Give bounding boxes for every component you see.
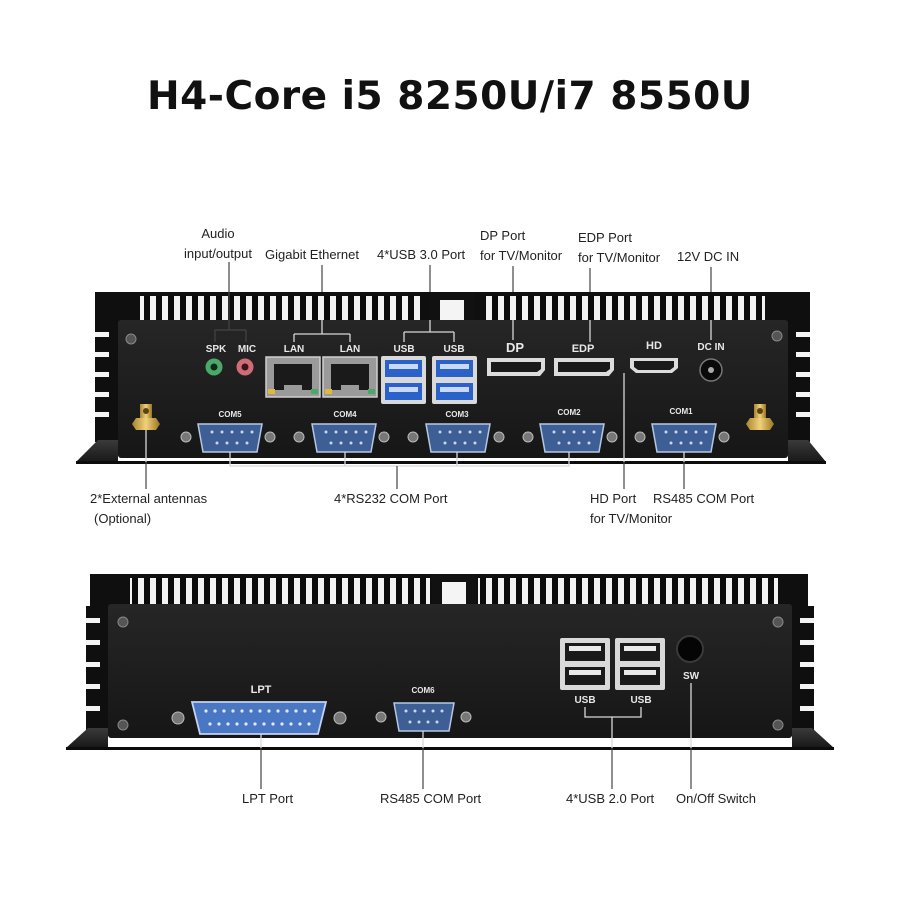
com6-port-group: COM6 [375,686,472,732]
callout-rs232: 4*RS232 COM Port [334,491,448,506]
label-com2: COM2 [557,408,581,417]
callout-hd-line1: HD Port [590,491,637,506]
lpt-port [190,701,328,735]
callout-edp: EDP Port for TV/Monitor [578,228,660,268]
label-dcin: DC IN [697,342,724,353]
com-ports-front: COM5 COM4 COM3 COM2 COM1 [180,407,730,453]
power-button[interactable] [676,635,704,663]
label-lan1: LAN [284,344,305,355]
callout-hd-line2: for TV/Monitor [590,511,673,526]
label-usb2: USB [443,344,464,355]
callout-gigabit: Gigabit Ethernet [265,247,359,262]
label-lan2: LAN [340,344,361,355]
audio-jacks: SPK MIC [205,344,256,376]
com4-port [311,423,377,453]
com5-port [197,423,263,453]
callout-antenna-line1: 2*External antennas [90,491,208,506]
usb30-ports: USB USB [381,344,477,404]
label-usb1: USB [393,344,414,355]
back-leader-lines [260,683,692,789]
callout-audio: Audio input/output [170,224,266,264]
front-device: SPK MIC LAN LAN USB USB [76,262,826,489]
callout-edp-line1: EDP Port [578,230,632,245]
callout-antenna-line2: (Optional) [94,511,152,526]
label-lpt: LPT [251,684,272,696]
callout-lpt: LPT Port [242,791,294,806]
antenna-connector-right [746,404,774,430]
label-spk: SPK [206,344,227,355]
callout-rs485-front: RS485 COM Port [653,491,755,506]
callout-usb20: 4*USB 2.0 Port [566,791,655,806]
usb20-port-2 [565,667,605,685]
com3-port [425,423,491,453]
callout-onoff: On/Off Switch [676,791,756,806]
display-ports: DP EDP HD DC IN [487,340,725,382]
lpt-port-group: LPT [171,684,347,735]
usb20-port-3 [620,643,660,661]
back-device: LPT COM6 [66,574,834,789]
label-mic: MIC [238,344,256,355]
label-com5: COM5 [218,410,242,419]
label-edp: EDP [572,343,595,355]
lan-ports: LAN LAN [265,344,378,398]
callout-edp-line2: for TV/Monitor [578,250,661,265]
callout-rs485-back: RS485 COM Port [380,791,482,806]
label-com1: COM1 [669,407,693,416]
label-usb20-2: USB [630,695,651,706]
usb20-port-4 [620,667,660,685]
callout-antenna: 2*External antennas (Optional) [90,489,207,529]
callout-dp: DP Port for TV/Monitor [480,226,562,266]
callout-audio-line2: input/output [184,246,252,261]
power-switch-group: SW [676,635,704,682]
callout-dp-line1: DP Port [480,228,526,243]
usb20-ports: USB USB [560,638,665,706]
com1-port [651,423,717,453]
callout-audio-line1: Audio [201,226,235,241]
page-title: H4-Core i5 8250U/i7 8550U [147,74,753,119]
callout-dp-line2: for TV/Monitor [480,248,563,263]
label-usb20-1: USB [574,695,595,706]
callout-usb30: 4*USB 3.0 Port [377,247,466,262]
com6-port [393,702,455,732]
label-com6: COM6 [411,686,435,695]
label-sw: SW [683,671,700,682]
label-hd: HD [646,340,662,352]
callout-hd: HD Port for TV/Monitor [590,489,672,529]
usb20-port-1 [565,643,605,661]
front-leader-lines [145,262,712,489]
label-com3: COM3 [445,410,469,419]
callout-dcin: 12V DC IN [677,249,740,264]
label-com4: COM4 [333,410,357,419]
com2-port [539,423,605,453]
label-dp: DP [506,340,524,355]
antenna-connector-left [132,404,160,430]
